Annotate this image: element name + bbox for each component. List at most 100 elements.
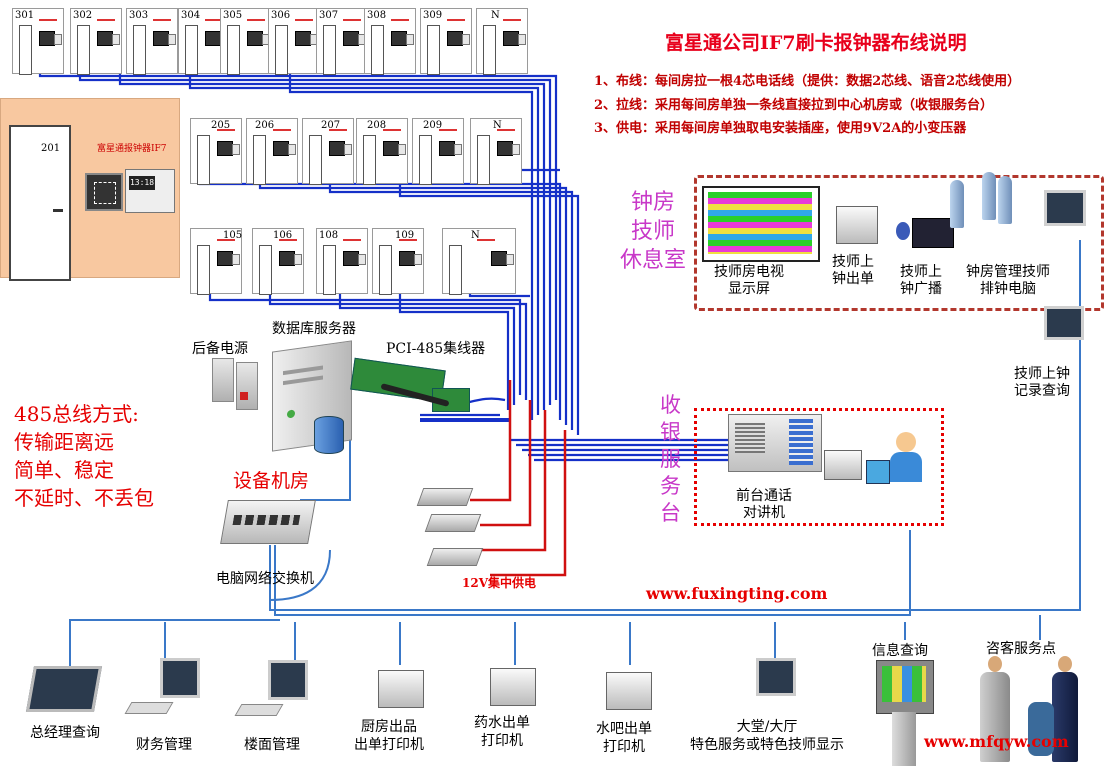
room-205: 205 <box>190 118 242 185</box>
cashier-box <box>694 408 944 526</box>
room-208: 208 <box>356 118 408 185</box>
door-icon: 201 <box>9 125 71 281</box>
switch-icon <box>220 500 316 544</box>
power-adapter-icon <box>416 488 474 506</box>
printer-icon <box>836 206 878 244</box>
keyboard-icon <box>234 704 284 716</box>
clock-device: 13:18 <box>125 169 175 213</box>
bar-printer-label: 水吧出单 打印机 <box>596 721 652 755</box>
computer-icon <box>1044 306 1084 340</box>
room-302: 302 <box>70 8 122 75</box>
room-206: 206 <box>246 118 298 185</box>
printer-icon <box>824 450 862 480</box>
finance-label: 财务管理 <box>136 737 192 753</box>
card-reader-icon <box>329 141 352 156</box>
room-3n: N <box>476 8 528 75</box>
room-209: 209 <box>412 118 464 185</box>
network-switch-label: 电脑网络交换机 <box>216 571 314 587</box>
computer-icon <box>160 658 200 698</box>
cashier-title: 收 银 服 务 台 <box>660 393 681 525</box>
step-2: 2、拉线：采用每间房单独一条线直接拉到中心机房或（收银服务台） <box>594 98 994 113</box>
display-icon <box>756 658 796 696</box>
card-reader-icon <box>497 141 520 156</box>
guest-service-label: 咨客服务点 <box>986 641 1056 657</box>
printer-icon <box>490 668 536 706</box>
hub-label: PCI-485集线器 <box>386 341 486 357</box>
room-207: 207 <box>302 118 354 185</box>
power-adapter-icon <box>424 514 482 532</box>
intercom-icon <box>728 414 822 472</box>
tv-screen-icon <box>702 186 820 262</box>
record-query-label: 技师上钟 记录查询 <box>1014 366 1070 399</box>
card-reader-icon <box>247 31 270 46</box>
card-reader-icon <box>343 31 366 46</box>
card-reader-icon <box>273 141 296 156</box>
card-reader-icon <box>205 31 228 46</box>
card-reader-icon <box>391 31 414 46</box>
card-reader-icon <box>447 31 470 46</box>
room-105: 105 <box>190 228 242 295</box>
kitchen-printer-label: 厨房出品 出单打印机 <box>354 719 424 753</box>
floor-management-label: 楼面管理 <box>244 737 300 753</box>
step-1: 1、布线：每间房拉一根4芯电话线（提供：数据2芯线、语音2芯线使用） <box>594 74 1021 89</box>
computer-icon <box>268 660 308 700</box>
website-label: www.fuxingting.com <box>646 584 828 603</box>
card-reader-icon <box>279 251 302 266</box>
network-lines <box>69 240 1081 670</box>
room-108: 108 <box>316 228 368 295</box>
room-303: 303 <box>126 8 178 75</box>
music-note-icon <box>896 222 910 240</box>
power-adapter-icon <box>426 548 484 566</box>
lounge-title: 钟房 技师 休息室 <box>620 190 687 273</box>
card-reader-icon <box>39 31 62 46</box>
card-reader-icon <box>503 31 526 46</box>
card-reader-icon <box>399 251 422 266</box>
printer-label: 技师上 钟出单 <box>832 254 874 287</box>
page-title: 富星通公司IF7刷卡报钟器布线说明 <box>665 32 967 54</box>
info-query-label: 信息查询 <box>872 643 928 659</box>
equipment-room-label: 设备机房 <box>233 470 310 492</box>
step-3: 3、供电：采用每间房单独取电安装插座，使用9V2A的小变压器 <box>594 121 967 136</box>
card-reader-icon <box>491 251 514 266</box>
room-309: 309 <box>420 8 472 75</box>
scheduling-pc-label: 钟房管理技师 排钟电脑 <box>966 264 1050 297</box>
room-106: 106 <box>252 228 304 295</box>
broadcast-label: 技师上 钟广播 <box>900 264 942 297</box>
room-1n: N <box>442 228 516 295</box>
card-reader-icon <box>343 251 366 266</box>
ups-icon <box>212 358 258 410</box>
room-308: 308 <box>364 8 416 75</box>
card-reader-icon <box>97 31 120 46</box>
card-reader-icon <box>295 31 318 46</box>
rs485-feature-text: 485总线方式: 传输距离远 简单、稳定 不延时、不丢包 <box>14 402 154 510</box>
room-306: 306 <box>268 8 320 75</box>
backup-power-label: 后备电源 <box>192 341 248 357</box>
card-reader-icon <box>383 141 406 156</box>
printer-icon <box>378 670 424 708</box>
power-supply-label: 12V集中供电 <box>462 576 537 590</box>
room-201-detail: 201 富星通报钟器IF7 13:18 <box>0 98 180 281</box>
database-icon <box>314 416 344 454</box>
database-server-label: 数据库服务器 <box>272 321 356 337</box>
guest-service-people-icon <box>966 656 1078 768</box>
printer-icon <box>606 672 652 710</box>
lobby-display-label: 大堂/大厅 特色服务或特色技师显示 <box>690 719 844 753</box>
manager-query-label: 总经理查询 <box>30 725 100 741</box>
power-lines <box>470 380 567 577</box>
card-reader-icon <box>217 251 240 266</box>
film-icon <box>912 218 954 248</box>
lounge-box <box>694 175 1104 311</box>
card-reader-icon <box>153 31 176 46</box>
card-reader-icon <box>217 141 240 156</box>
computer-icon <box>1044 190 1086 226</box>
card-reader-icon <box>439 141 462 156</box>
intercom-label: 前台通话 对讲机 <box>736 488 792 521</box>
tv-label: 技师房电视 显示屏 <box>714 264 784 297</box>
kiosk-icon <box>876 660 934 770</box>
room-307: 307 <box>316 8 368 75</box>
watermark-label: www.mfqyw.com <box>924 732 1069 751</box>
room-2n: N <box>470 118 522 185</box>
card-reader-icon <box>85 173 123 211</box>
keyboard-icon <box>124 702 174 714</box>
room-109: 109 <box>372 228 424 295</box>
